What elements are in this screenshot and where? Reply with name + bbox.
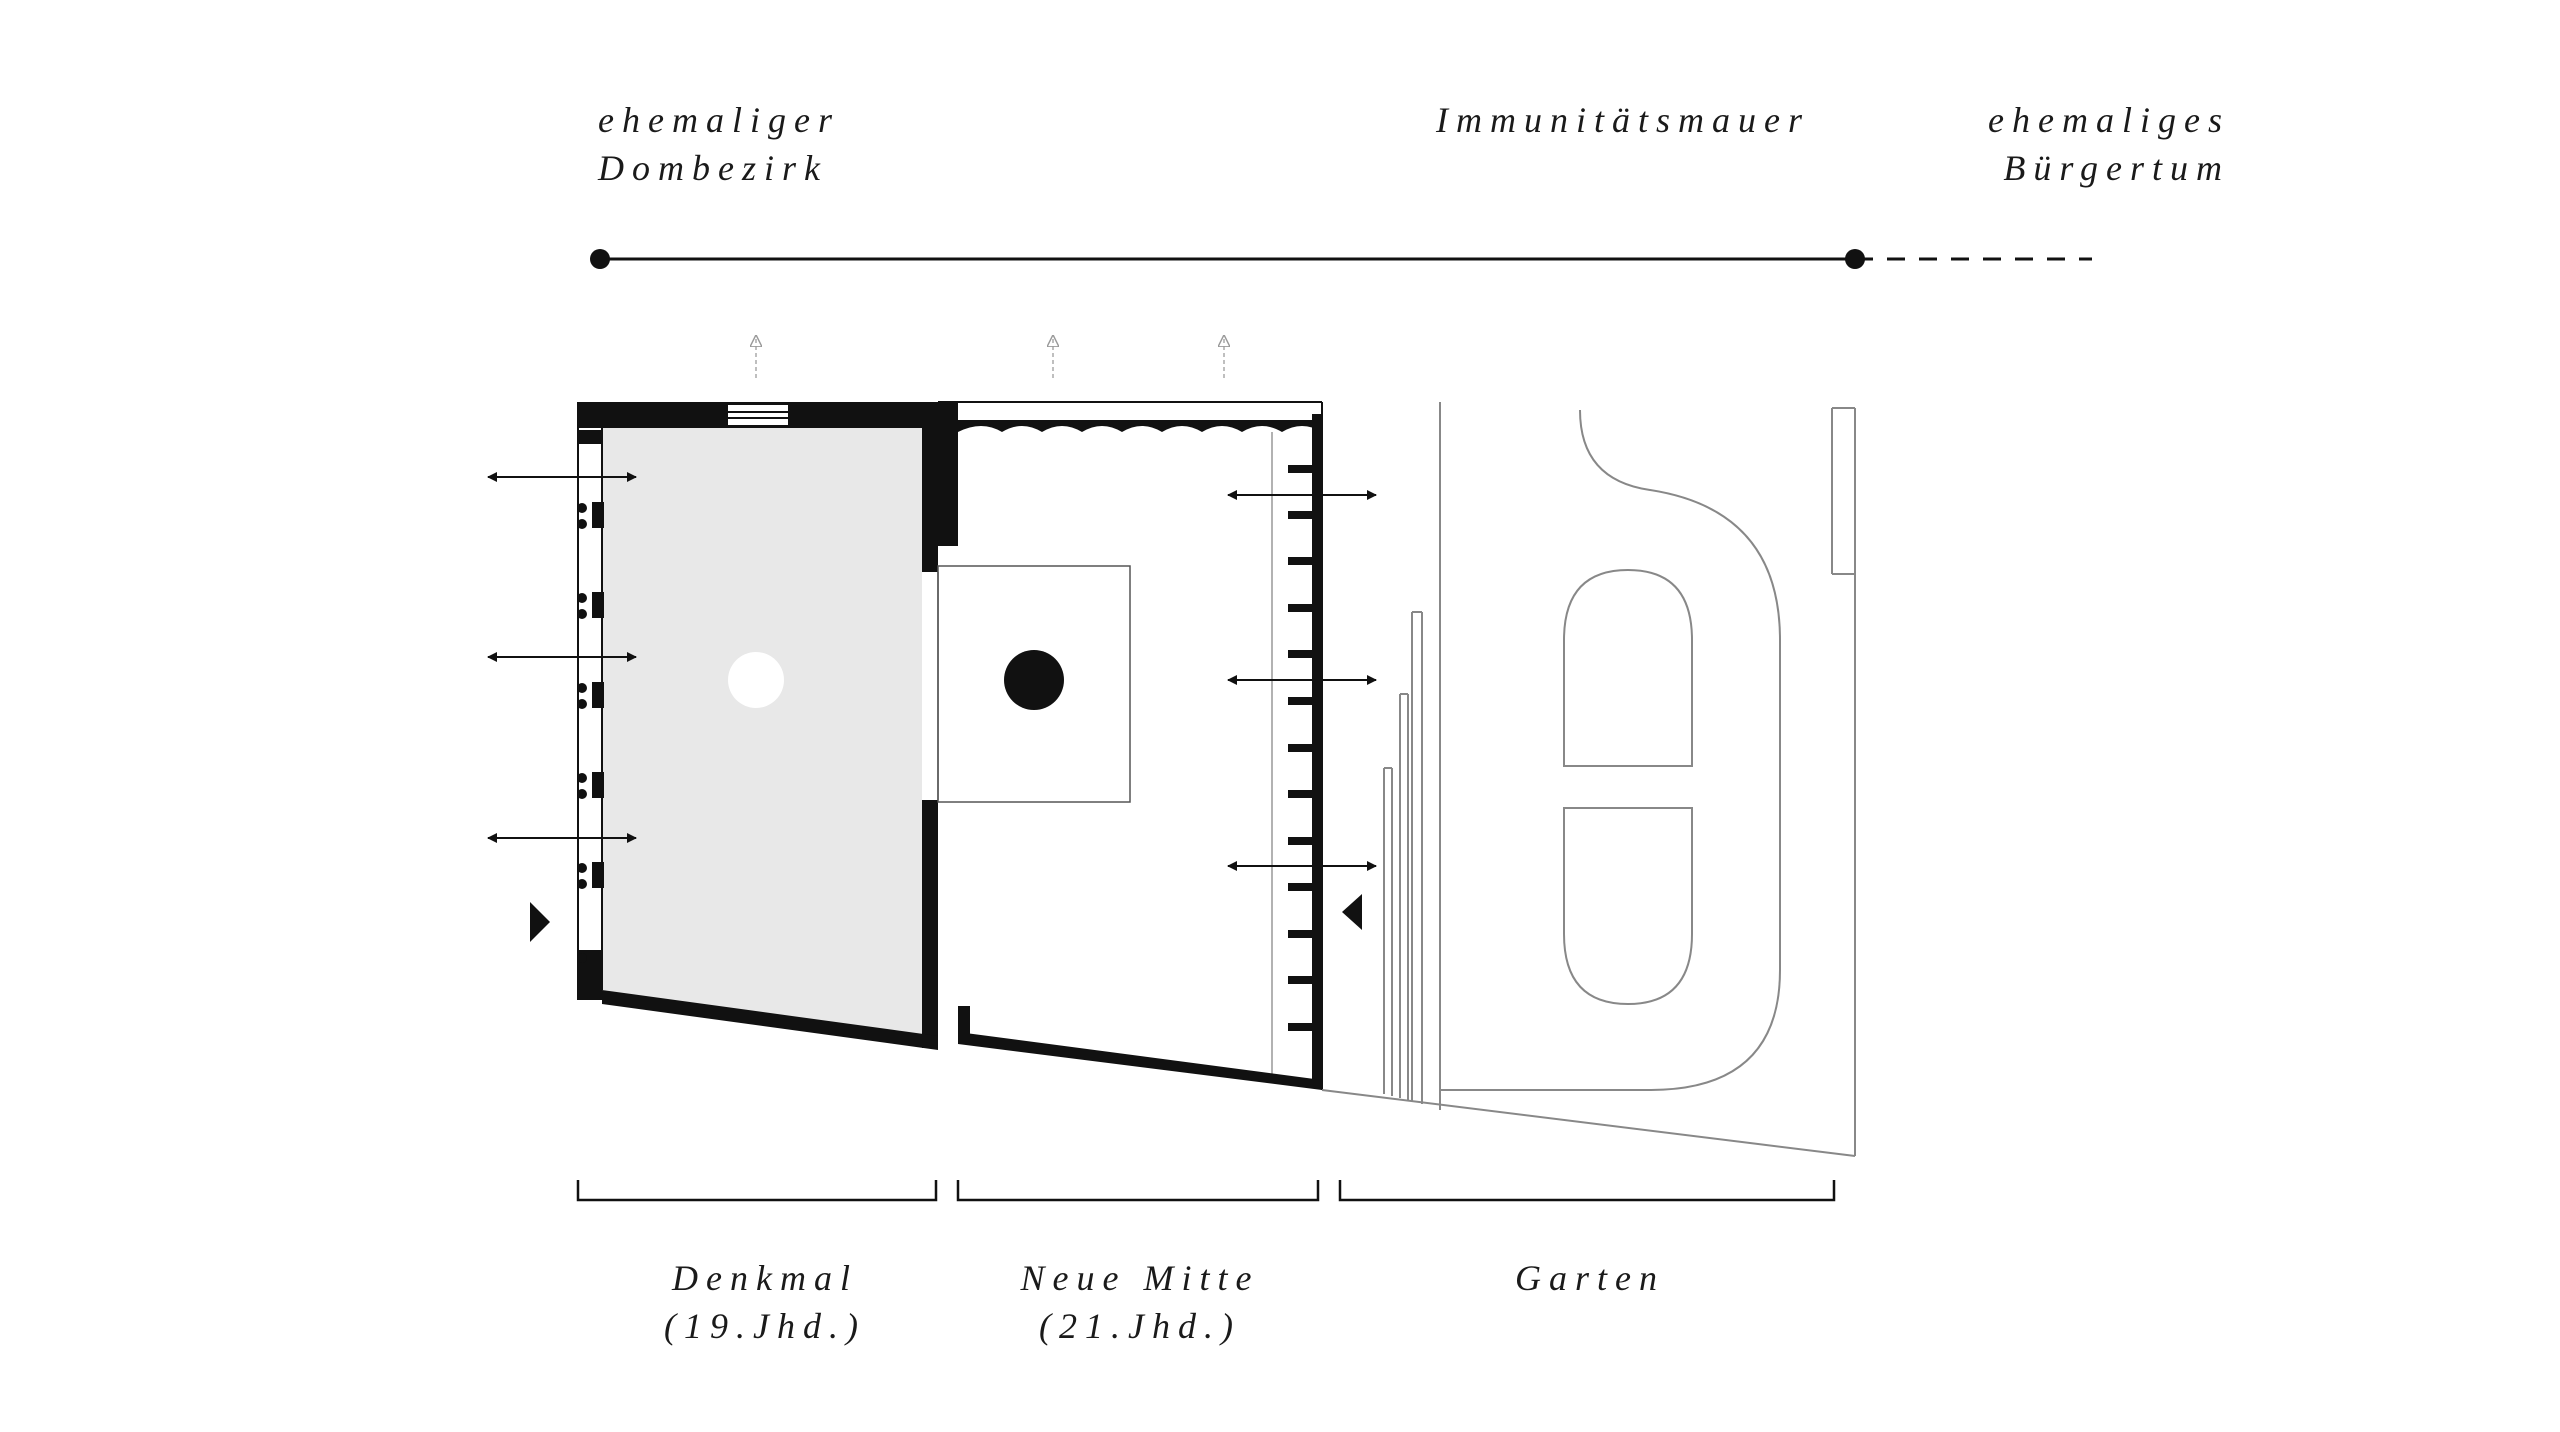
denkmal-building xyxy=(577,402,938,1050)
denkmal-floor xyxy=(602,428,922,1036)
ladder-bars xyxy=(1288,465,1316,1031)
label-immunitaetsmauer: Immunitätsmauer xyxy=(1436,100,1810,140)
label-denkmal-name: Denkmal xyxy=(672,1258,858,1298)
wall-marker xyxy=(1845,249,1865,269)
label-garten: Garten xyxy=(1515,1258,1665,1298)
connector-block xyxy=(937,565,1131,803)
label-buergertum-line2: Bürgertum xyxy=(2003,148,2230,188)
label-neue-mitte-name: Neue Mitte xyxy=(1020,1258,1260,1298)
label-denkmal-era: (19.Jhd.) xyxy=(664,1306,866,1346)
bracket-mitte xyxy=(956,1180,1320,1202)
neue-mitte-circle xyxy=(1004,650,1064,710)
garden-bed-lower xyxy=(1563,807,1693,1006)
entrance-marker-right xyxy=(1342,894,1362,930)
label-neue-mitte: Neue Mitte (21.Jhd.) xyxy=(970,1254,1310,1350)
garten xyxy=(1321,402,1856,1157)
label-buergertum: ehemaliges Bürgertum xyxy=(1880,96,2230,192)
label-dombezirk-line1: ehemaliger xyxy=(598,100,840,140)
label-denkmal: Denkmal (19.Jhd.) xyxy=(600,1254,930,1350)
denkmal-circle xyxy=(728,652,784,708)
bracket-garten xyxy=(1338,1180,1836,1202)
label-neue-mitte-era: (21.Jhd.) xyxy=(1039,1306,1241,1346)
zone-brackets xyxy=(576,1180,1836,1202)
upward-arrows xyxy=(756,336,1224,378)
curtain-wall xyxy=(958,420,1322,432)
boundary-line xyxy=(590,249,2092,269)
passage-arrows xyxy=(487,472,1377,871)
label-buergertum-line1: ehemaliges xyxy=(1988,100,2230,140)
bracket-denkmal xyxy=(576,1180,938,1202)
garden-path xyxy=(1440,409,1781,1091)
neue-mitte-building xyxy=(938,401,1323,1090)
garten-bottom-edge xyxy=(1321,1089,1856,1157)
facade-columns xyxy=(577,430,604,963)
label-dombezirk-line2: Dombezirk xyxy=(598,148,828,188)
garden-bed-upper xyxy=(1563,568,1693,767)
entrance-marker-left xyxy=(530,902,550,942)
label-dombezirk: ehemaliger Dombezirk xyxy=(598,96,840,192)
dombezirk-marker xyxy=(590,249,610,269)
